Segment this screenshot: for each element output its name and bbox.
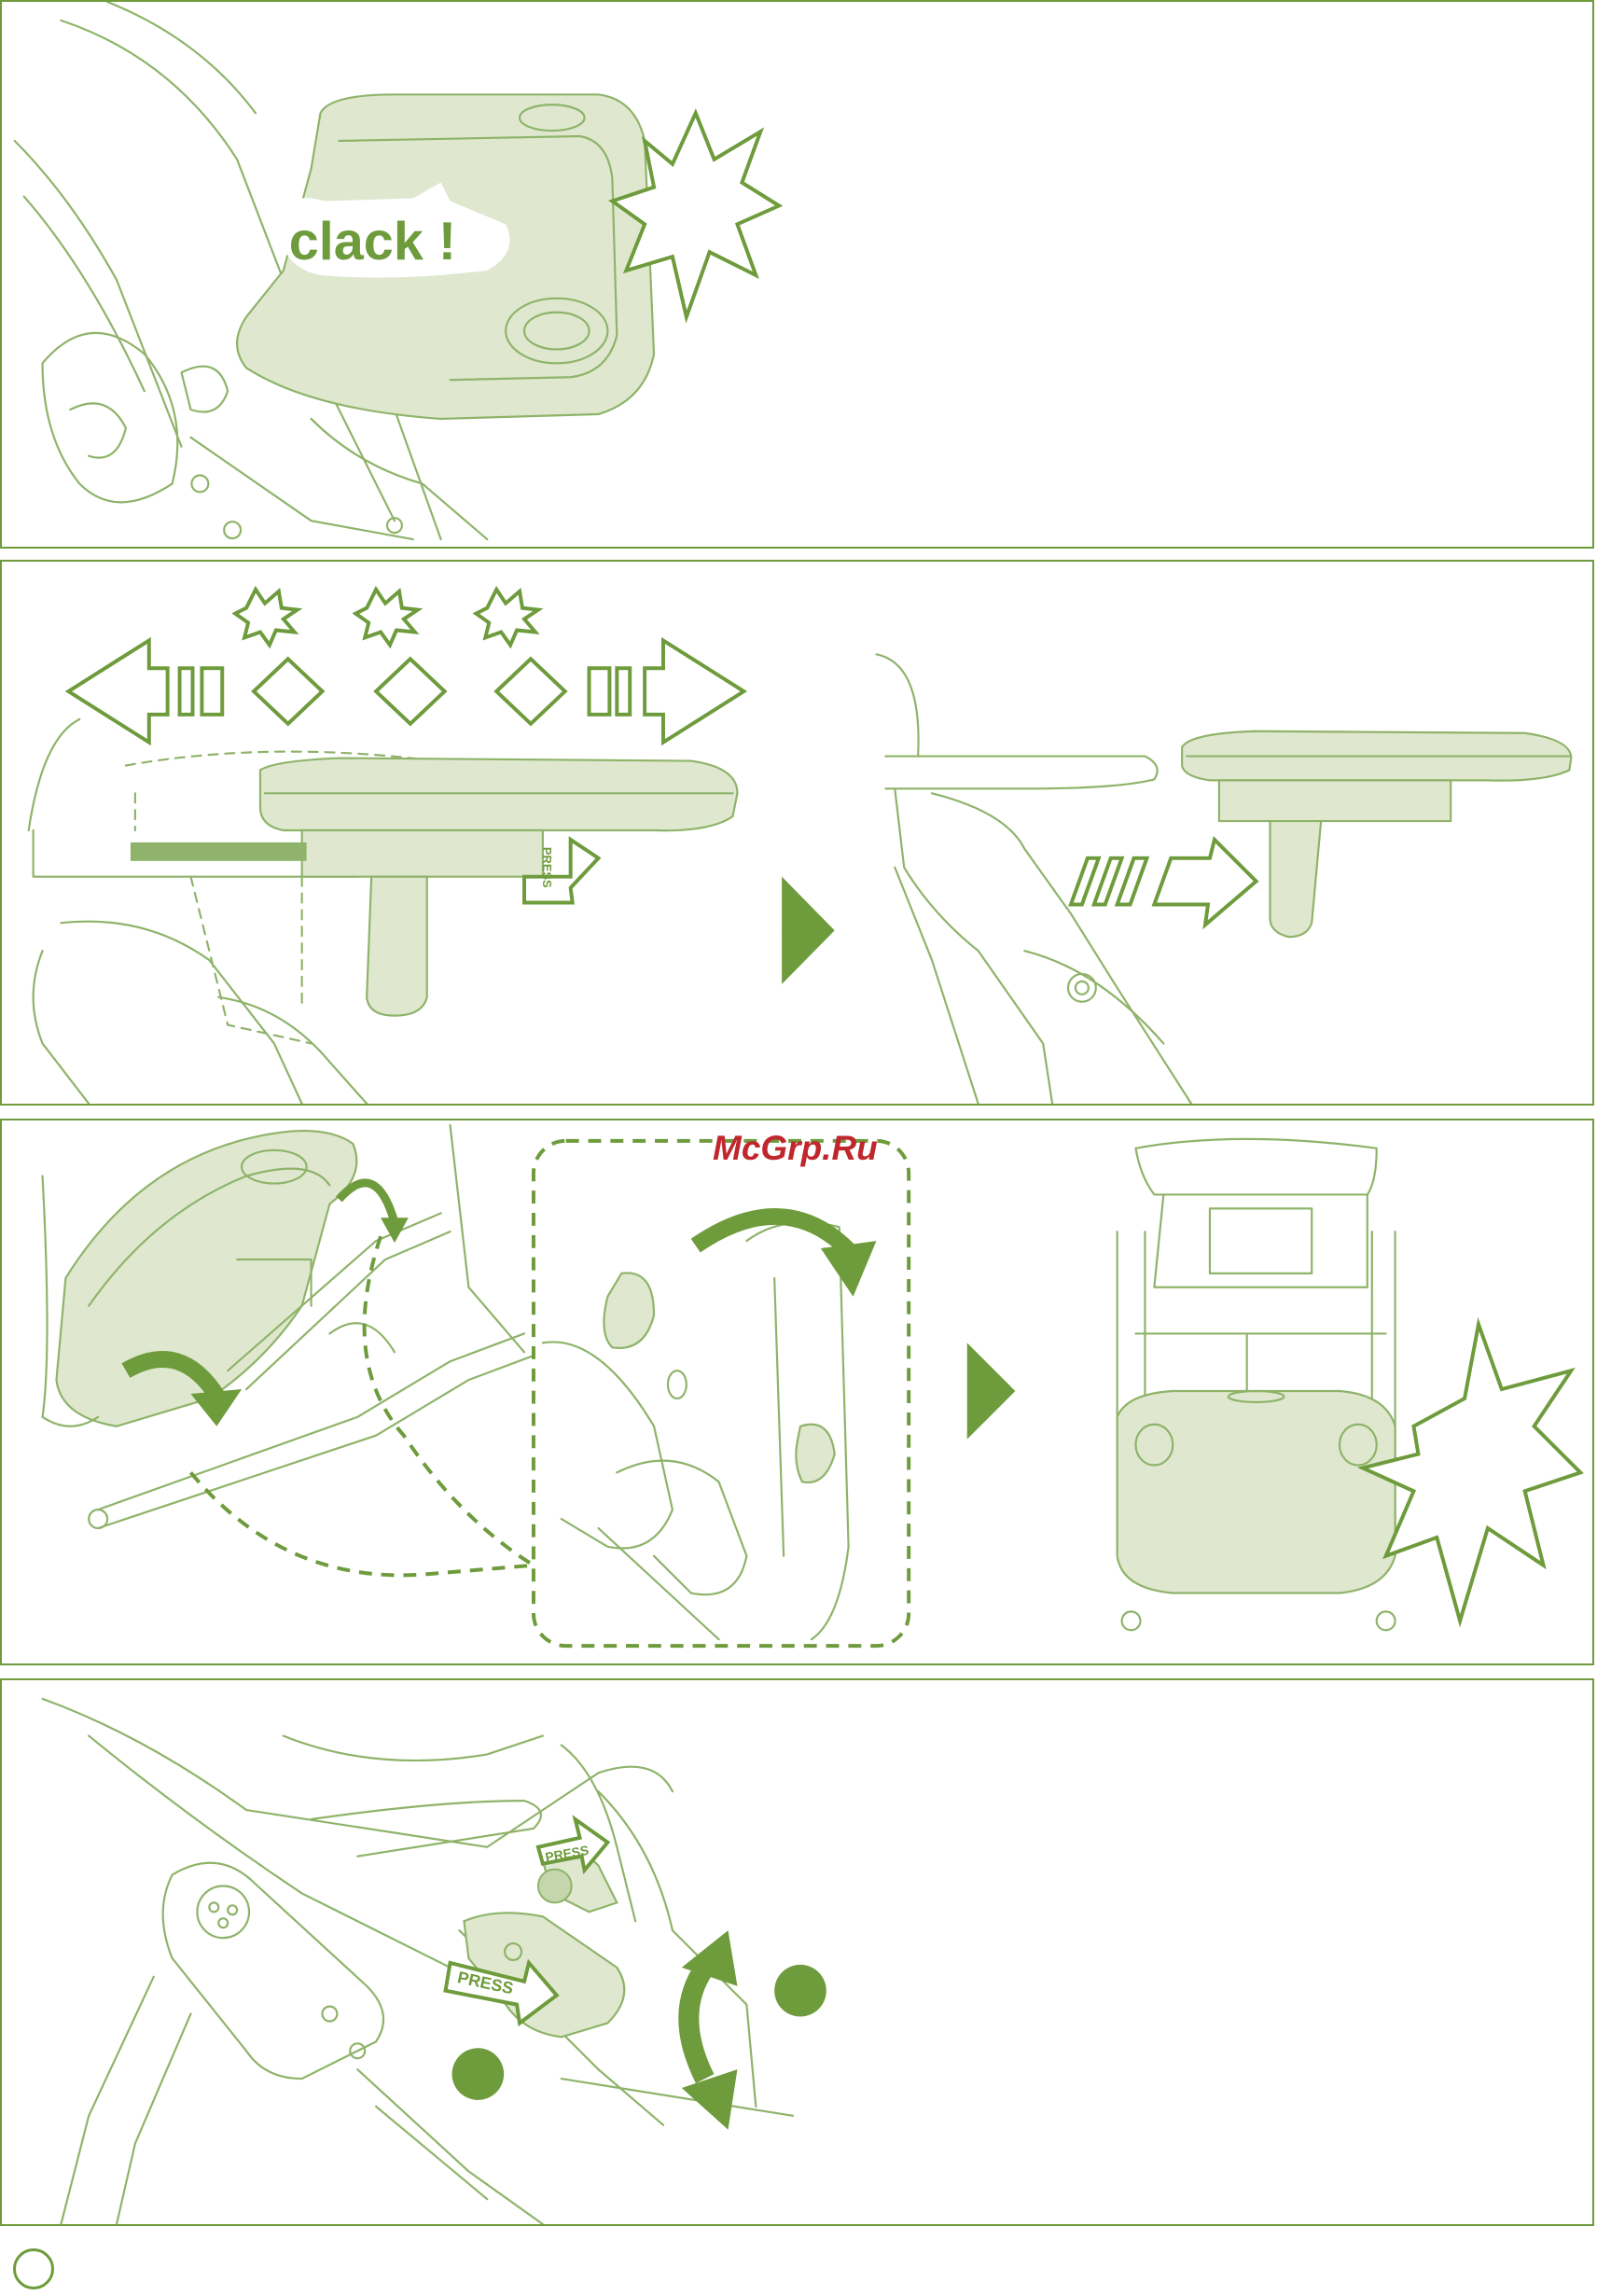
illustration-tray-attach: clack ! [2,2,1592,547]
watermark: McGrp.Ru [713,1129,878,1168]
clack-callout: clack ! [289,212,456,271]
illustration-tray-adjust: PRESS [2,562,1592,1104]
page-number-marker [13,2248,54,2289]
press-label: PRESS [540,847,554,888]
illustration-tray-storage [2,1120,1592,1663]
slide-left-arrow-icon [68,640,167,742]
step-panel-4: PRESS PRESS [0,1678,1594,2226]
step-panel-3: McGrp.Ru [0,1119,1594,1665]
position-dot [774,1965,826,2017]
next-step-arrow-icon [782,877,835,984]
step-panel-1: clack ! [0,0,1594,549]
pull-out-arrow-icon [1154,840,1256,925]
step-panel-2: PRESS [0,560,1594,1106]
illustration-recline: PRESS PRESS [2,1680,1592,2224]
next-step-arrow-icon [967,1343,1016,1439]
slide-right-arrow-icon [645,640,743,742]
position-dot [452,2048,505,2100]
